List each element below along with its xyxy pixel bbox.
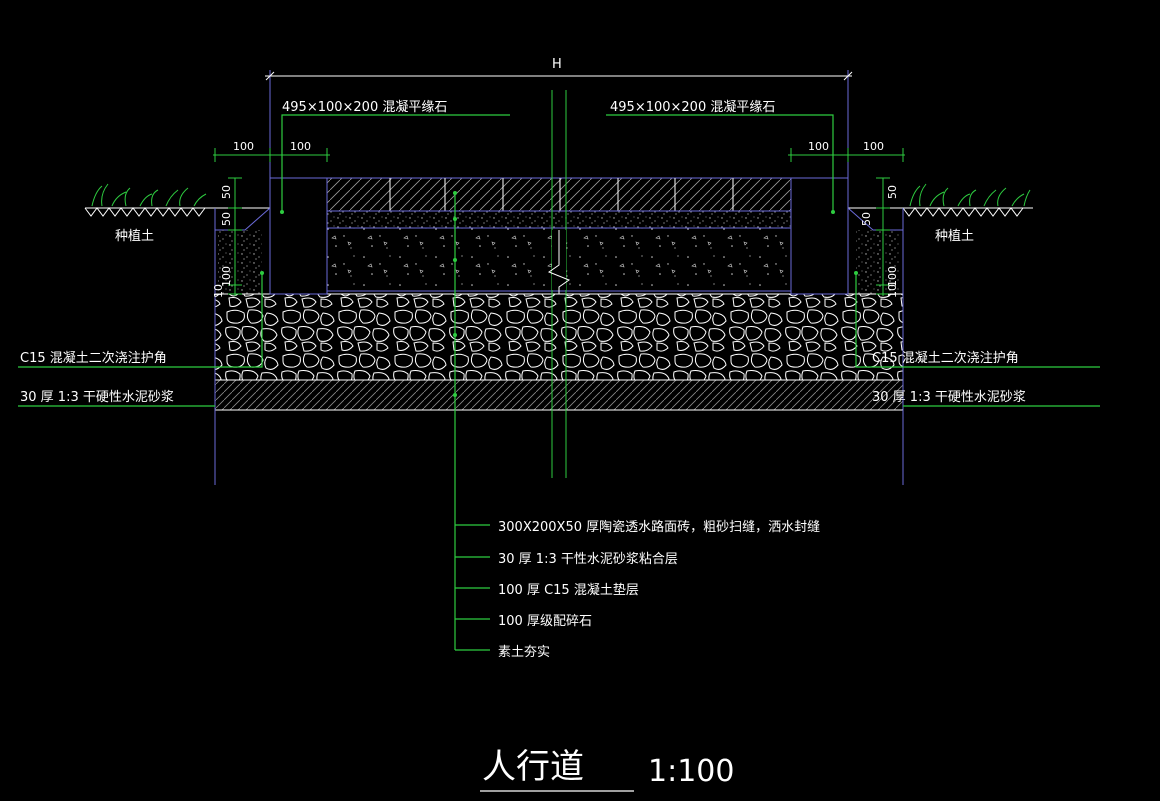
planting-soil-right bbox=[902, 183, 1033, 217]
curb-label-right: 495×100×200 混凝平缘石 bbox=[610, 99, 775, 115]
mortar-bedding-layer bbox=[326, 210, 792, 229]
dims-100 bbox=[213, 148, 905, 162]
dim-50-right-mid: 50 bbox=[860, 212, 873, 226]
left-curb bbox=[214, 177, 328, 295]
dim-100-right-low: 100 bbox=[886, 266, 899, 287]
layer-callout-brick: 300X200X50 厚陶瓷透水路面砖，粗砂扫缝，洒水封缝 bbox=[498, 519, 820, 535]
soil-label-left: 种植土 bbox=[115, 229, 154, 244]
dim-100-right-1: 100 bbox=[808, 140, 829, 153]
dim-50-left-top: 50 bbox=[220, 185, 233, 199]
planting-soil-left bbox=[84, 183, 215, 217]
right-curb bbox=[790, 177, 904, 295]
left-callout-mortar: 30 厚 1:3 干硬性水泥砂浆 bbox=[20, 390, 174, 405]
dim-100-left-2: 100 bbox=[290, 140, 311, 153]
dims-vertical bbox=[228, 177, 890, 296]
curb-label-left: 495×100×200 混凝平缘石 bbox=[282, 99, 447, 115]
dim-10-right: 10 bbox=[886, 284, 899, 298]
vertical-dim-texts-left: 50 50 100 10 bbox=[212, 185, 233, 298]
brick-joints bbox=[389, 178, 734, 211]
dim-100-left-1: 100 bbox=[233, 140, 254, 153]
layer-callout-gravel: 100 厚级配碎石 bbox=[498, 614, 592, 629]
dim-100-left-low: 100 bbox=[220, 266, 233, 287]
dim-10-left: 10 bbox=[212, 284, 225, 298]
bottom-mortar-layer-left bbox=[214, 379, 904, 411]
vertical-dim-texts-right: 50 50 100 10 bbox=[860, 185, 899, 298]
dim-50-right-top: 50 bbox=[886, 185, 899, 199]
soil-label-right: 种植土 bbox=[935, 229, 974, 244]
dimension-H bbox=[265, 71, 853, 81]
break-line bbox=[547, 90, 571, 478]
layer-callout-c15-concrete: 100 厚 C15 混凝土垫层 bbox=[498, 582, 639, 598]
permeable-brick-layer bbox=[326, 177, 792, 212]
layer-leader-dots bbox=[453, 191, 457, 397]
right-callout-mortar: 30 厚 1:3 干硬性水泥砂浆 bbox=[872, 390, 1026, 405]
gravel-layer bbox=[214, 293, 904, 381]
dimension-H-label: H bbox=[552, 57, 562, 72]
layer-leader bbox=[454, 193, 490, 651]
drawing-scale: 1:100 bbox=[648, 754, 734, 789]
dim-100-right-2: 100 bbox=[863, 140, 884, 153]
paving-layers bbox=[214, 177, 904, 411]
left-callout-concrete-corner: C15 混凝土二次浇注护角 bbox=[20, 350, 167, 366]
layer-callout-bonding-mortar: 30 厚 1:3 干性水泥砂浆粘合层 bbox=[498, 552, 678, 567]
side-leaders bbox=[18, 273, 1100, 407]
right-callout-concrete-corner: C15 混凝土二次浇注护角 bbox=[872, 350, 1019, 366]
dim-50-left-mid: 50 bbox=[220, 212, 233, 226]
drawing-title: 人行道 bbox=[482, 747, 584, 787]
layer-callout-compacted-soil: 素土夯实 bbox=[498, 645, 550, 660]
curb-leaders bbox=[281, 114, 834, 212]
